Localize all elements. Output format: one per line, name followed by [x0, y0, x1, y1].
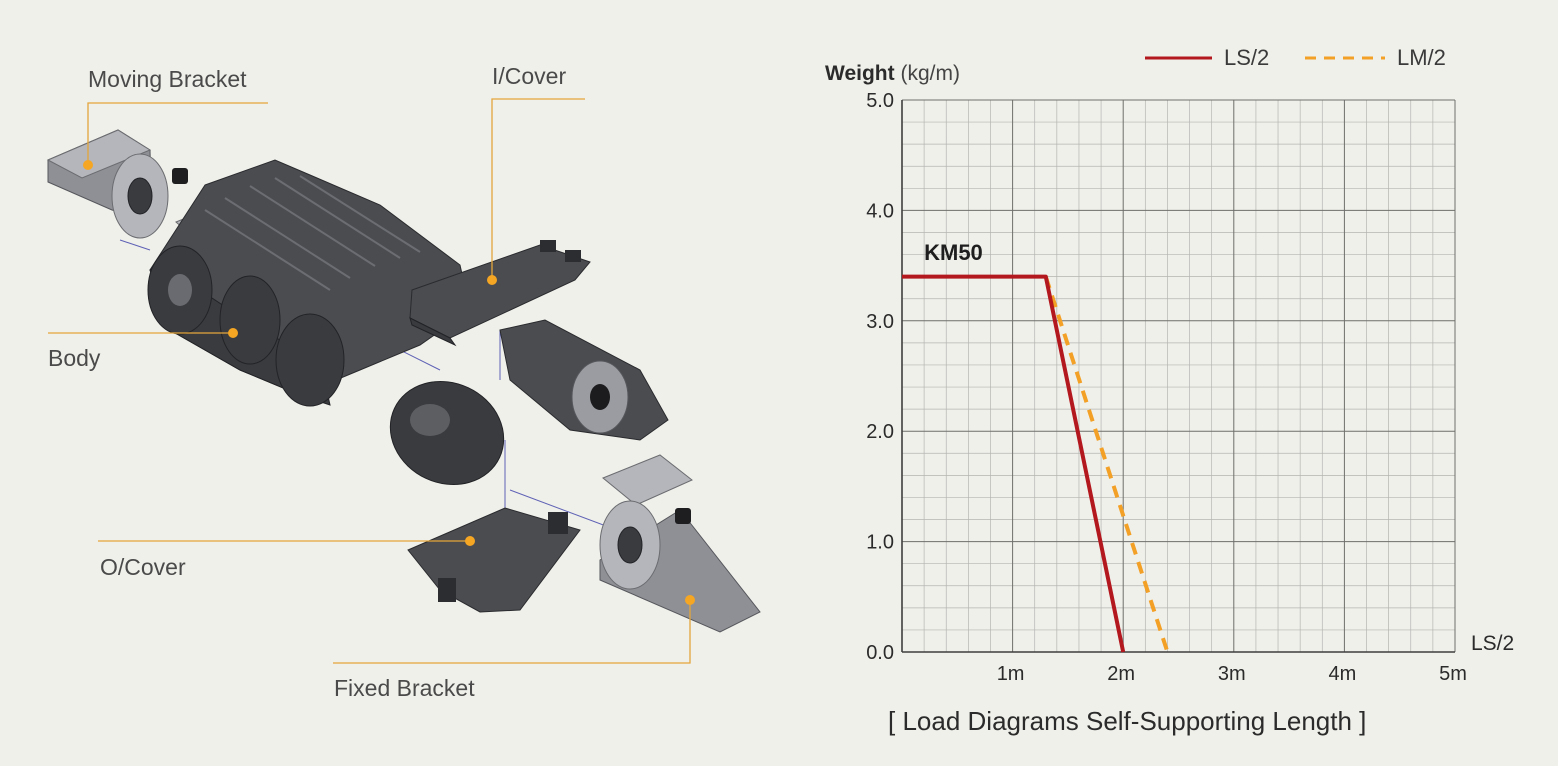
moving-bracket-marker	[83, 160, 93, 170]
y-axis-label: Weight (kg/m)	[825, 62, 960, 86]
label-moving-bracket: Moving Bracket	[88, 66, 247, 92]
o-cover-part	[407, 507, 581, 613]
x-tick-label: 4m	[1329, 663, 1357, 685]
x-axis-label: LS/2	[1471, 632, 1514, 655]
chart-caption: [ Load Diagrams Self-Supporting Length ]	[888, 706, 1367, 736]
label-body: Body	[48, 345, 101, 371]
fixed-bracket-marker	[685, 595, 695, 605]
y-axis-label-unit: (kg/m)	[900, 62, 960, 85]
grid-major	[902, 99, 1456, 653]
y-tick-label: 4.0	[866, 200, 894, 222]
link-plates-part	[389, 319, 669, 486]
x-tick-label: 2m	[1107, 663, 1135, 685]
grid-minor	[902, 100, 1455, 652]
axes	[901, 100, 1455, 653]
o-cover-marker	[465, 536, 475, 546]
series-lines	[902, 274, 1170, 653]
i-cover-part	[409, 240, 591, 347]
series-line-lm-2	[1043, 276, 1170, 653]
legend-ls2-label: LS/2	[1224, 45, 1270, 70]
tick-labels: 0.0 1.0 2.0 3.0 4.0 5.0 1m 2m 3m 4m 5m	[866, 90, 1467, 685]
y-tick-label: 5.0	[866, 90, 894, 112]
x-tick-label: 3m	[1218, 663, 1246, 685]
legend-lm2-label: LM/2	[1397, 45, 1446, 70]
exploded-cable-carrier-diagram	[46, 98, 761, 664]
i-cover-marker	[487, 275, 497, 285]
y-tick-label: 1.0	[866, 532, 894, 554]
x-tick-label: 1m	[997, 663, 1025, 685]
legend	[1145, 56, 1385, 60]
y-tick-label: 0.0	[866, 642, 894, 664]
y-tick-label: 3.0	[866, 311, 894, 333]
label-i-cover: I/Cover	[492, 63, 567, 89]
label-o-cover: O/Cover	[100, 554, 186, 580]
x-tick-label: 5m	[1439, 663, 1467, 685]
label-fixed-bracket: Fixed Bracket	[334, 675, 475, 701]
y-axis-label-bold: Weight	[825, 62, 895, 85]
body-marker	[228, 328, 238, 338]
km50-annotation: KM50	[924, 240, 983, 265]
y-tick-label: 2.0	[866, 421, 894, 443]
series-line-ls-2	[902, 274, 1126, 653]
fixed-bracket-part	[599, 454, 761, 633]
